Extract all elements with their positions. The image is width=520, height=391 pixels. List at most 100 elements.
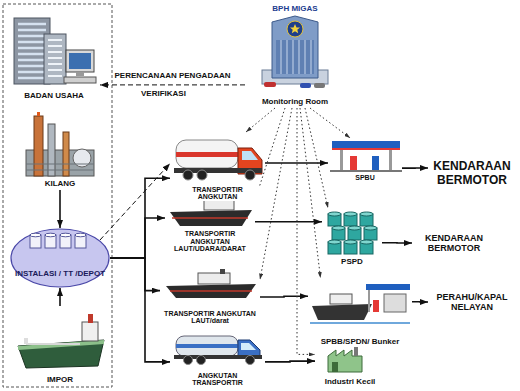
import-tanker-icon [88, 314, 93, 323]
transport-ship-icon [172, 217, 248, 219]
node-label: KILANG [44, 180, 77, 189]
transport-ship-icon [198, 273, 230, 284]
node-label: KENDARAAN BERMOTOR [414, 234, 494, 254]
monitoring-line [246, 108, 275, 132]
refinery: KILANG [20, 110, 100, 190]
node-label: PERAHU/KAPAL NELAYAN [430, 293, 514, 313]
group-frame [3, 4, 112, 387]
gas-station-icon [372, 156, 379, 170]
refinery-icon [26, 164, 94, 170]
tank-truck: ANGKUTAN TRANSPORTIR [170, 330, 265, 388]
monitoring-building: BPH MIGAS Monitoring Room [245, 3, 345, 108]
flow-arrow [402, 167, 428, 169]
refinery-icon [63, 132, 69, 176]
refinery-icon [48, 124, 55, 176]
depot-outline [11, 229, 109, 287]
fuel-truck-icon [174, 140, 262, 180]
office-building-icon [44, 34, 66, 84]
monitoring-line [310, 108, 350, 138]
office-building-icon [69, 53, 91, 69]
tank-truck-icon [176, 336, 238, 356]
transport-ship-icon [220, 269, 225, 274]
node-label: BPH MIGAS [271, 5, 318, 14]
tank-truck-icon [241, 343, 256, 350]
fuel-truck-icon [176, 152, 238, 157]
flow-arrow [110, 178, 170, 258]
flow-arrow [110, 218, 165, 258]
import-tanker-icon [18, 340, 104, 368]
fuel-drums-icon [364, 226, 377, 230]
node-label: TRANSPORTIR ANGKUTAN LAUT/darat [162, 310, 258, 325]
fuel-drums-icon [348, 226, 361, 230]
fuel-drums-icon [344, 240, 357, 244]
ellipse-outline [10, 228, 110, 288]
flow-arrow [100, 84, 245, 85]
import-tanker-icon [24, 338, 28, 344]
fuel-drums: PSPD [322, 208, 382, 268]
flow-arrow [265, 360, 315, 362]
storage-tank [60, 233, 71, 248]
fuel-truck-icon [242, 151, 258, 160]
tank-top [60, 233, 71, 237]
refinery-icon [26, 112, 94, 176]
transport-ship-icon [166, 269, 256, 298]
gas-station: SPBU [328, 138, 402, 183]
destination-label: KENDARAAN BERMOTOR [412, 230, 496, 256]
transport-ship-icon [170, 290, 252, 292]
office-building-icon [14, 18, 96, 84]
tank-top [75, 233, 86, 237]
monitoring-building-icon [264, 82, 276, 87]
node-label: PSPD [340, 258, 364, 267]
storage-tank [30, 233, 41, 248]
bunker-station: SPBB/SPDN/ Bunker [308, 278, 412, 348]
import-tanker-icon [82, 322, 98, 341]
office-building-icon [76, 72, 84, 76]
gas-station-icon [332, 141, 400, 149]
import-tanker: IMPOR [14, 306, 106, 386]
gas-station-icon [332, 148, 400, 150]
monitoring-building-icon [300, 83, 311, 88]
monitoring-building-icon [314, 83, 325, 88]
office-building-icon [66, 50, 94, 72]
office-building: BADAN USAHA [8, 12, 100, 102]
gas-station-icon [350, 156, 357, 170]
monitoring-building-icon [272, 16, 318, 78]
node-label: TRANSPORTIR ANGKUTAN [172, 186, 263, 201]
monitoring-building-icon [262, 16, 328, 88]
tank-truck-icon [197, 356, 206, 365]
flow-arrow [255, 221, 322, 223]
office-building-icon [64, 77, 96, 83]
transport-ship: TRANSPORTIR ANGKUTAN LAUT/darat [160, 268, 260, 326]
monitoring-building-icon [281, 40, 311, 74]
fuel-truck-icon [183, 170, 193, 180]
node-label: SPBU [354, 174, 375, 182]
gas-station-icon [389, 150, 392, 171]
monitoring-building-icon [276, 40, 314, 74]
bunker-station-icon [330, 294, 352, 304]
flow-arrow [100, 164, 170, 241]
fuel-drums-icon [328, 212, 341, 216]
node-label: Monitoring Room [261, 98, 329, 107]
bunker-station-icon [310, 322, 410, 324]
fuel-truck-icon [176, 140, 238, 168]
transport-ship-icon [170, 210, 252, 226]
node-label: KENDARAAN BERMOTOR [430, 160, 514, 186]
destination-label: PERAHU/KAPAL NELAYAN [428, 288, 516, 316]
storage-tank [75, 233, 86, 248]
bunker-station-icon [373, 300, 379, 312]
tank-top [45, 233, 56, 237]
tank-truck-icon [176, 344, 238, 348]
bunker-station-icon [366, 284, 410, 290]
fuel-drums-icon [328, 240, 341, 244]
import-tanker-icon [18, 314, 104, 368]
fuel-drums-icon [360, 212, 373, 216]
small-industry-icon [332, 362, 338, 372]
refinery-icon [34, 116, 43, 176]
node-label: INSTALASI / TT /DEPOT [14, 270, 106, 279]
flow-arrow [110, 258, 160, 291]
fuel-drums-icon [344, 212, 357, 216]
fuel-drums-icon [360, 240, 373, 244]
monitoring-line [260, 108, 292, 280]
monitoring-line [305, 108, 328, 208]
